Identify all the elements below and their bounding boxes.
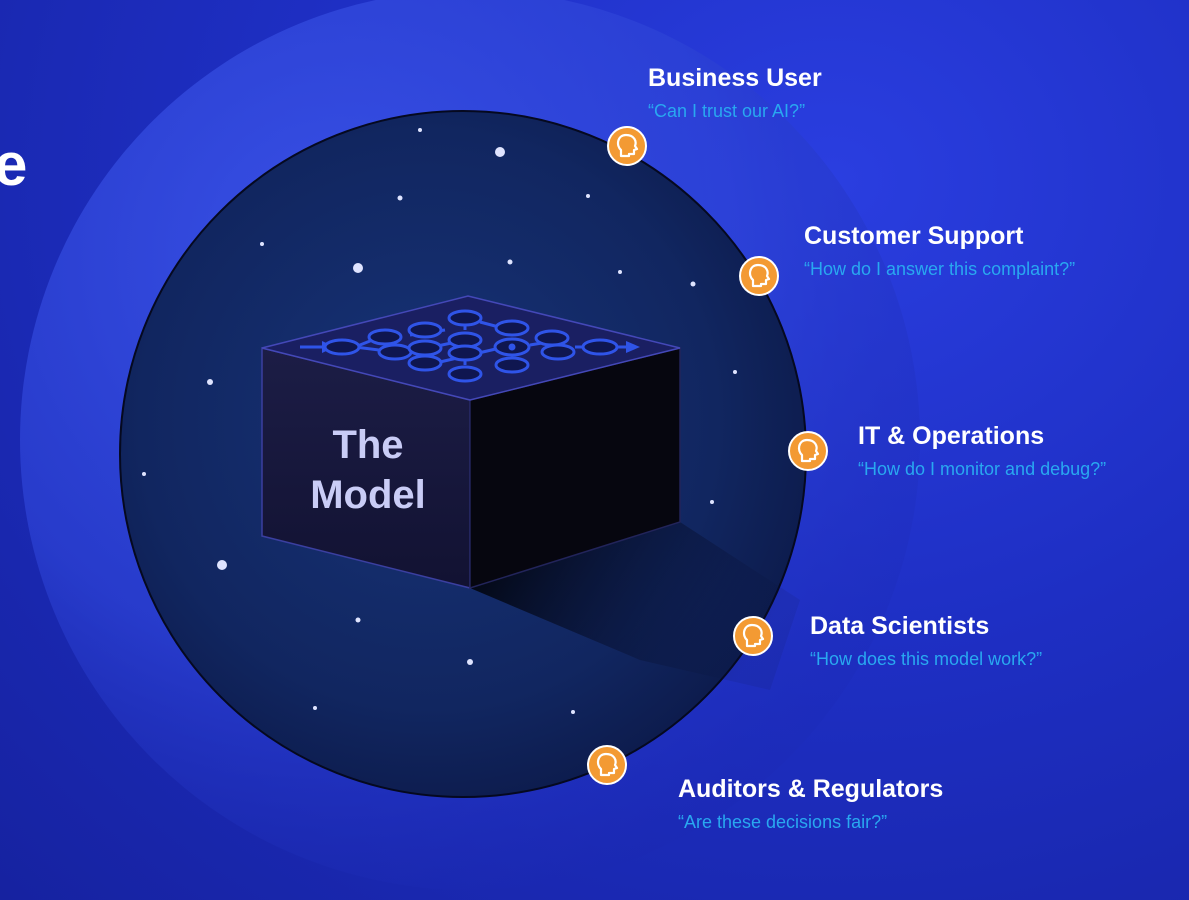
person-head-icon <box>733 616 773 656</box>
star <box>710 500 714 504</box>
persona-customer-support: Customer Support “How do I answer this c… <box>804 222 1075 280</box>
persona-name: Customer Support <box>804 222 1024 250</box>
persona-name: Business User <box>648 64 822 92</box>
star <box>142 472 146 476</box>
star <box>397 195 403 201</box>
persona-name: IT & Operations <box>858 422 1045 450</box>
person-head-icon <box>788 431 828 471</box>
persona-business-user: Business User “Can I trust our AI?” <box>648 64 822 122</box>
star <box>355 617 361 623</box>
star <box>690 281 696 287</box>
star <box>733 370 737 374</box>
person-head-icon <box>587 745 627 785</box>
persona-quote: “Are these decisions fair?” <box>678 812 888 832</box>
star <box>418 128 422 132</box>
model-label: The Model <box>278 420 458 520</box>
persona-quote: “How do I monitor and debug?” <box>858 459 1107 479</box>
star <box>467 659 473 665</box>
star <box>586 194 590 198</box>
neural-network-icon <box>300 309 640 383</box>
star <box>313 706 317 710</box>
star <box>618 270 622 274</box>
star <box>217 560 227 570</box>
star <box>495 147 505 157</box>
model-label-line1: The <box>332 423 404 467</box>
persona-quote: “How do I answer this complaint?” <box>804 259 1076 279</box>
persona-quote: “Can I trust our AI?” <box>648 101 806 121</box>
star <box>507 259 513 265</box>
model-label-line2: Model <box>310 473 426 517</box>
persona-name: Auditors & Regulators <box>678 775 944 803</box>
persona-auditors-regulators: Auditors & Regulators “Are these decisio… <box>678 775 943 833</box>
stars <box>142 128 737 714</box>
persona-data-scientists: Data Scientists “How does this model wor… <box>810 612 1042 670</box>
cut-off-title-fragment: e <box>0 131 28 198</box>
person-head-icon <box>739 256 779 296</box>
star <box>571 710 575 714</box>
persona-quote: “How does this model work?” <box>810 649 1043 669</box>
persona-it-operations: IT & Operations “How do I monitor and de… <box>858 422 1106 480</box>
star <box>260 242 264 246</box>
persona-name: Data Scientists <box>810 612 990 640</box>
person-head-icon <box>607 126 647 166</box>
star <box>207 379 213 385</box>
star <box>353 263 363 273</box>
cube-shadow <box>470 522 800 690</box>
